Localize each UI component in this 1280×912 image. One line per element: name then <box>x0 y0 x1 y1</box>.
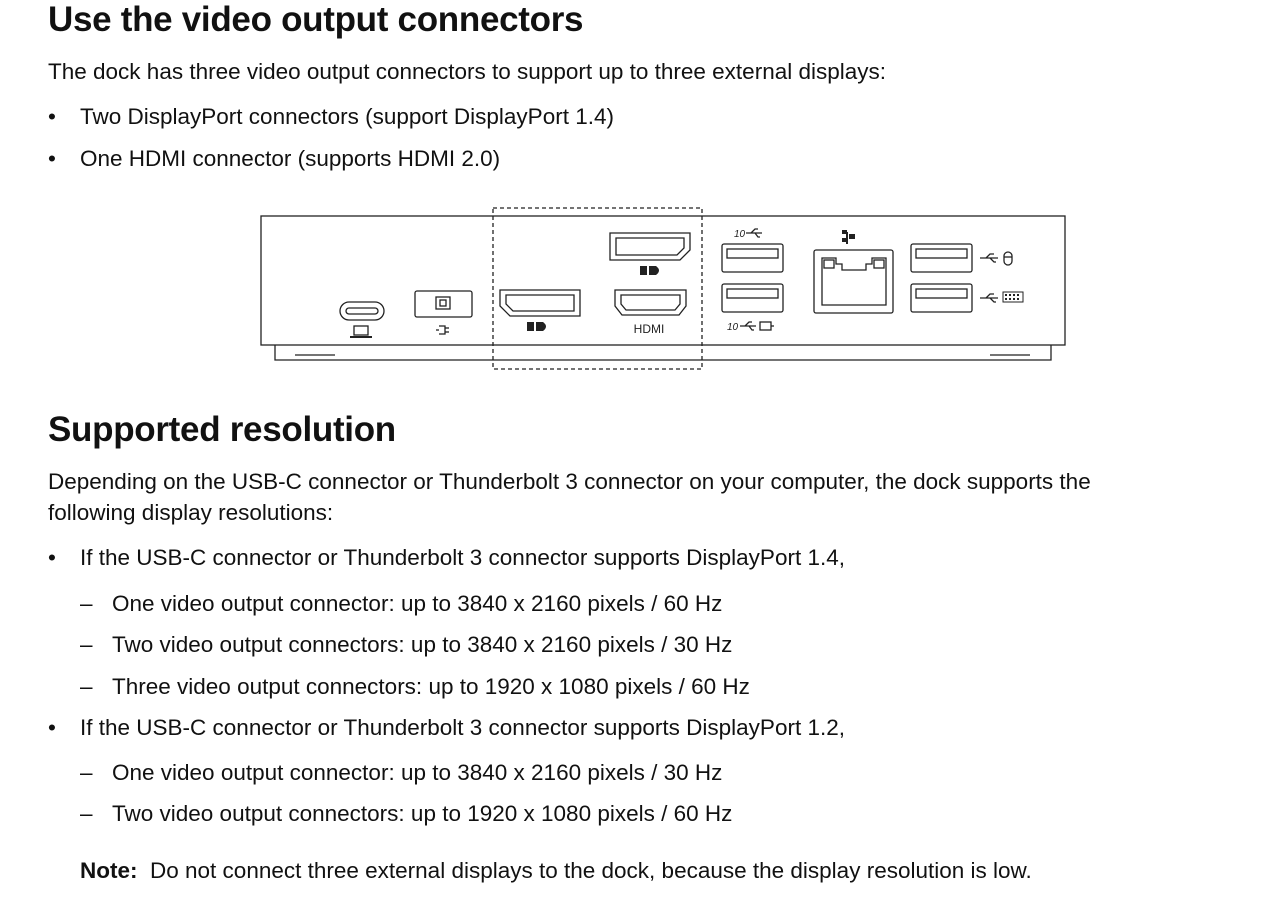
usb-icon <box>980 293 998 303</box>
bullet-marker: • <box>48 104 56 129</box>
dock-body <box>260 215 1066 346</box>
dash-marker: – <box>80 674 93 699</box>
video-output-intro: The dock has three video output connecto… <box>48 59 887 84</box>
bullet-marker: • <box>48 146 56 171</box>
usb-a-port-keyboard <box>910 283 973 313</box>
power-plug-icon <box>436 325 449 335</box>
bullet-marker: • <box>48 715 56 740</box>
dock-base <box>274 345 1052 361</box>
dash-marker: – <box>80 760 93 785</box>
usb-icon <box>980 253 998 263</box>
resolution-text: Two video output connectors: up to 1920 … <box>112 801 733 826</box>
keyboard-icon <box>1002 291 1024 303</box>
dash-marker: – <box>80 591 93 616</box>
hdmi-label: HDMI <box>634 322 665 336</box>
power-connector <box>414 290 473 318</box>
charging-port-icon <box>759 321 774 331</box>
resolution-text: Two video output connectors: up to 3840 … <box>112 632 733 657</box>
condition-text: If the USB-C connector or Thunderbolt 3 … <box>80 715 845 740</box>
usb-icon <box>740 321 756 331</box>
usb-speed-label: 10 <box>734 229 746 240</box>
usb-icon <box>746 228 762 238</box>
displayport-logo <box>527 322 546 331</box>
usb-a-port-mouse <box>910 243 973 273</box>
dock-rear-panel-figure: HDMI 10 10 <box>260 207 1066 370</box>
bullet-text: One HDMI connector (supports HDMI 2.0) <box>80 146 501 171</box>
video-connectors-highlight <box>492 207 703 370</box>
displayport-connector-1 <box>499 289 581 317</box>
network-icon <box>842 230 855 244</box>
mouse-icon <box>1003 251 1013 266</box>
usb-a-port-top <box>721 243 784 273</box>
resolution-text: One video output connector: up to 3840 x… <box>112 591 723 616</box>
bullet-text: Two DisplayPort connectors (support Disp… <box>80 104 614 129</box>
usb-c-port <box>339 301 385 321</box>
hdmi-connector <box>614 289 687 316</box>
resolution-text: Three video output connectors: up to 192… <box>112 674 750 699</box>
dash-marker: – <box>80 801 93 826</box>
laptop-icon <box>350 325 372 338</box>
section-heading-video-output: Use the video output connectors <box>48 0 584 39</box>
usb-a-port-bottom <box>721 283 784 313</box>
resolution-text: One video output connector: up to 3840 x… <box>112 760 723 785</box>
section-heading-supported-resolution: Supported resolution <box>48 410 396 449</box>
condition-text: If the USB-C connector or Thunderbolt 3 … <box>80 545 845 570</box>
keyboard-keys <box>1005 294 1019 300</box>
usb-speed-label: 10 <box>727 322 739 333</box>
resolution-intro-line-1: Depending on the USB-C connector or Thun… <box>48 469 1091 494</box>
note: Note: Do not connect three external disp… <box>80 856 1032 886</box>
displayport-logo <box>640 266 659 275</box>
ethernet-port <box>813 249 894 314</box>
bullet-marker: • <box>48 545 56 570</box>
note-text: Do not connect three external displays t… <box>150 858 1032 883</box>
dash-marker: – <box>80 632 93 657</box>
displayport-connector-2 <box>609 232 691 261</box>
resolution-intro-line-2: following display resolutions: <box>48 500 334 525</box>
note-label: Note: <box>80 858 138 883</box>
